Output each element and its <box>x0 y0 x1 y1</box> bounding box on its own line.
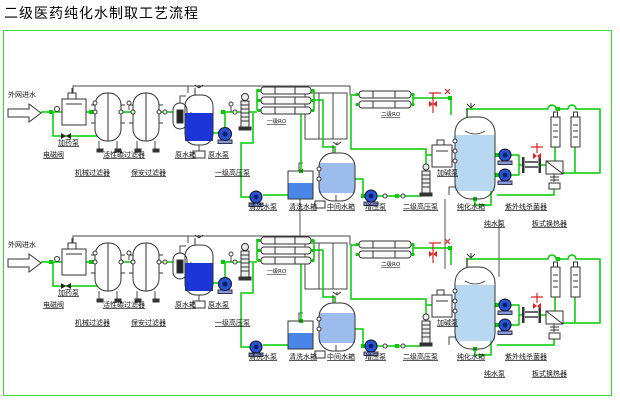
inlet-arrow-icon <box>7 103 42 123</box>
cleaning-pump-icon <box>248 340 264 357</box>
dosing-pump-label: 加药泵 <box>58 138 79 147</box>
cleaning-pump-icon <box>248 190 264 207</box>
stage1-hp-pump-unit <box>238 243 252 281</box>
solenoid-valve-label: 电磁阀 <box>43 150 64 159</box>
alkali-pump-label: 加碱泵 <box>437 168 458 177</box>
security-filter-label: 保安过滤器 <box>131 318 166 327</box>
uv-sterilizer-unit <box>522 307 541 323</box>
inlet-arrow-icon <box>7 253 42 273</box>
purified-tank-label: 纯化水箱 <box>457 352 485 361</box>
stage2-hp-pump-unit <box>419 163 433 197</box>
process-train-top: 外网进水 加药泵 电磁阀 机械过滤器 活性碳过滤器 保安过滤器 原水箱 原水泵 … <box>5 83 609 235</box>
stage2-hp-pump-label: 二级高压泵 <box>403 202 438 211</box>
polishing-filter-cylinders <box>550 111 581 148</box>
plate-heat-exchanger-label: 板式换热器 <box>532 219 567 228</box>
raw-water-pump-icon <box>217 277 233 294</box>
intermediate-tank-label: 中间水箱 <box>327 352 355 361</box>
intermediate-tank-unit <box>314 291 356 359</box>
mechanical-filter-label: 机械过滤器 <box>75 168 110 177</box>
uv-sterilizer-unit <box>522 157 541 173</box>
stage1-hp-pump-label: 一级高压泵 <box>215 318 250 327</box>
pure-water-pump-icons <box>497 148 513 185</box>
raw-water-pump-label: 原水泵 <box>208 150 229 159</box>
raw-water-tank-unit <box>184 234 214 309</box>
red-valve-cluster-hx <box>531 293 543 309</box>
stage2-ro-membranes <box>355 240 415 259</box>
page-title: 二级医药纯化水制取工艺流程 <box>4 6 199 22</box>
process-train-bottom: 外网进水 加药泵 电磁阀 机械过滤器 活性碳过滤器 保安过滤器 原水箱 原水泵 … <box>5 233 609 385</box>
pure-water-pump-label: 纯水泵 <box>484 369 505 378</box>
mechanical-filter-unit <box>91 92 125 153</box>
cleaning-tank-label: 清洗水箱 <box>289 352 317 361</box>
solenoid-valve-label: 电磁阀 <box>43 300 64 309</box>
frame-lines <box>72 235 457 351</box>
dosing-pump-unit <box>54 238 87 276</box>
carbon-filter-label: 活性碳过滤器 <box>103 300 145 309</box>
stage2-hp-pump-label: 二级高压泵 <box>403 352 438 361</box>
mechanical-filter-unit <box>91 242 125 303</box>
pure-water-pump-icons <box>497 298 513 335</box>
intermediate-tank-label: 中间水箱 <box>327 202 355 211</box>
raw-water-pump-label: 原水泵 <box>208 300 229 309</box>
gauge-icons <box>92 250 406 349</box>
stage2-ro-label: 二级RO <box>381 260 401 268</box>
alkali-pump-unit <box>431 139 453 168</box>
plate-heat-exchanger-unit <box>545 310 564 340</box>
alkali-pump-label: 加碱泵 <box>437 318 458 327</box>
carbon-filter-label: 活性碳过滤器 <box>103 150 145 159</box>
booster-pump-icon <box>363 339 379 356</box>
inlet-label: 外网进水 <box>8 240 36 249</box>
stage2-ro-membranes <box>355 90 415 109</box>
cleaning-pump-label: 清洗水泵 <box>249 202 277 211</box>
stage1-ro-membranes <box>257 86 315 115</box>
red-valve-cluster-tank <box>429 88 451 113</box>
raw-water-tank-label: 原水箱 <box>175 300 196 309</box>
cleaning-pump-label: 清洗水泵 <box>249 352 277 361</box>
cleaning-tank-unit <box>287 320 314 350</box>
dosing-pump-unit <box>54 88 87 126</box>
stage2-hp-pump-unit <box>419 313 433 347</box>
booster-pump-label: 增压泵 <box>365 202 386 211</box>
stage2-ro-label: 二级RO <box>381 110 401 118</box>
purified-tank-label: 纯化水箱 <box>457 202 485 211</box>
raw-water-tank-label: 原水箱 <box>175 150 196 159</box>
carbon-filter-unit <box>129 92 163 153</box>
booster-pump-icon <box>363 189 379 206</box>
diagram-canvas: 外网进水 加药泵 电磁阀 机械过滤器 活性碳过滤器 保安过滤器 原水箱 原水泵 … <box>3 30 612 396</box>
booster-pump-label: 增压泵 <box>365 352 386 361</box>
security-filter-label: 保安过滤器 <box>131 168 166 177</box>
polishing-filter-cylinders <box>550 261 581 298</box>
inlet-label: 外网进水 <box>8 90 36 99</box>
intermediate-tank-unit <box>314 141 356 209</box>
stage1-hp-pump-label: 一级高压泵 <box>215 168 250 177</box>
gauge-icons <box>92 100 406 199</box>
purified-water-tank-unit <box>452 103 496 200</box>
pipes <box>41 239 601 356</box>
red-valve-cluster-hx <box>531 143 543 159</box>
red-valve-cluster-tank <box>429 238 451 263</box>
uv-sterilizer-label: 紫外线杀菌器 <box>505 352 547 361</box>
stage1-hp-pump-unit <box>238 93 252 131</box>
cleaning-tank-label: 清洗水箱 <box>289 202 317 211</box>
cleaning-tank-unit <box>287 170 314 200</box>
pure-water-pump-label: 纯水泵 <box>484 219 505 228</box>
uv-sterilizer-label: 紫外线杀菌器 <box>505 202 547 211</box>
solenoid-valve-icon <box>61 133 71 139</box>
dosing-pump-label: 加药泵 <box>58 288 79 297</box>
plate-heat-exchanger-label: 板式换热器 <box>532 369 567 378</box>
solenoid-valve-icon <box>61 283 71 289</box>
plate-heat-exchanger-unit <box>545 160 564 190</box>
purified-water-tank-unit <box>452 253 496 350</box>
carbon-filter-unit <box>129 242 163 303</box>
mechanical-filter-label: 机械过滤器 <box>75 318 110 327</box>
stage1-ro-label: 一级RO <box>267 267 287 275</box>
raw-water-tank-unit <box>184 84 214 159</box>
stage1-ro-label: 一级RO <box>267 117 287 125</box>
raw-water-pump-icon <box>217 127 233 144</box>
alkali-pump-unit <box>431 289 453 318</box>
stage1-ro-membranes <box>257 236 315 265</box>
